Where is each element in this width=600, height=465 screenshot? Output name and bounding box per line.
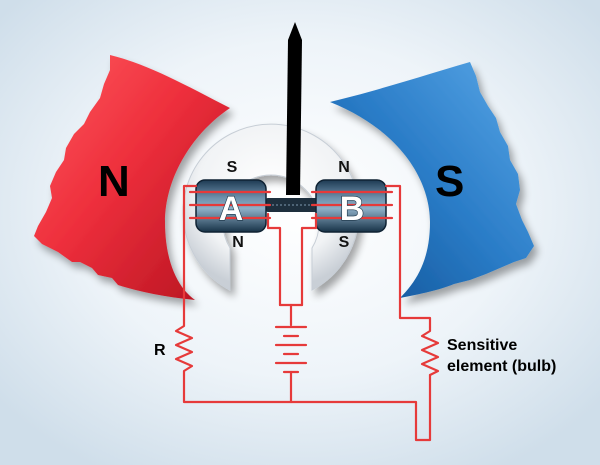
resistor-label: R bbox=[154, 342, 166, 359]
pointer-needle bbox=[286, 22, 302, 195]
right-magnet bbox=[330, 62, 534, 298]
coil-b-bottom-pole: S bbox=[339, 234, 350, 251]
sensor-label-line2: element (bulb) bbox=[447, 358, 556, 375]
left-magnet bbox=[34, 55, 230, 300]
sensor-label-line1: Sensitive bbox=[447, 337, 517, 354]
coil-b-label: B bbox=[340, 190, 365, 228]
coil-b-top-pole: N bbox=[338, 159, 350, 176]
coil-a-bottom-pole: N bbox=[232, 234, 244, 251]
coil-a: A bbox=[188, 179, 272, 233]
coil-a-top-pole: S bbox=[227, 159, 238, 176]
sensitive-element-resistor bbox=[420, 325, 440, 377]
resistor-r bbox=[174, 318, 194, 377]
left-magnet-pole-label: N bbox=[98, 157, 130, 206]
coil-b: B bbox=[310, 179, 394, 233]
coil-a-label: A bbox=[219, 190, 244, 228]
circuit-wiring bbox=[174, 184, 440, 442]
right-magnet-pole-label: S bbox=[435, 157, 464, 206]
